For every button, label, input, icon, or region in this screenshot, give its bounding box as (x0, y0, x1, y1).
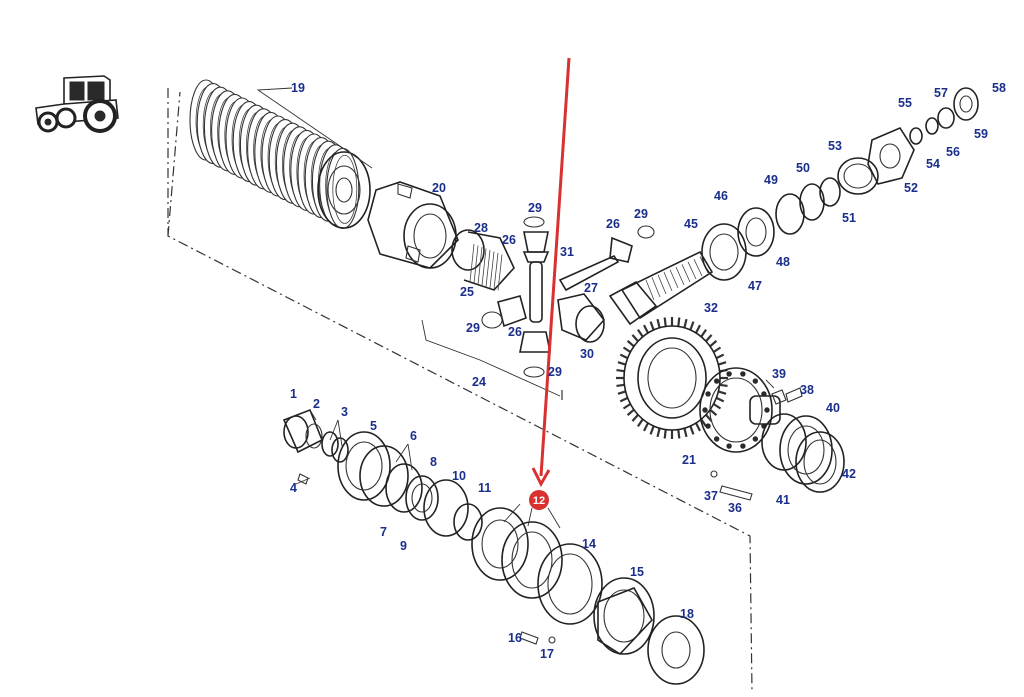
part-label: 46 (714, 189, 728, 203)
part-label: 24 (472, 375, 486, 389)
part-label: 3 (341, 405, 348, 419)
part-label: 40 (826, 401, 840, 415)
part-label: 58 (992, 81, 1006, 95)
part-label: 5 (370, 419, 377, 433)
part-label: 9 (400, 539, 407, 553)
part-label: 26 (606, 217, 620, 231)
part-label: 18 (680, 607, 694, 621)
part-label: 54 (926, 157, 940, 171)
part-label: 1 (290, 387, 297, 401)
part-label: 17 (540, 647, 554, 661)
part-label: 25 (460, 285, 474, 299)
assembly-boundary (167, 88, 753, 693)
part-label: 59 (974, 127, 988, 141)
part-label: 27 (584, 281, 598, 295)
part-label: 57 (934, 86, 948, 100)
part-label: 30 (580, 347, 594, 361)
clutch-pack (189, 79, 373, 229)
part-label: 56 (946, 145, 960, 159)
spider-gears (451, 216, 655, 378)
part-label: 19 (291, 81, 305, 95)
part-label: 21 (682, 453, 696, 467)
part-label: 37 (704, 489, 718, 503)
highlight-badge: 12 (529, 490, 549, 510)
part-label: 14 (582, 537, 596, 551)
pinion-shaft (608, 87, 979, 326)
part-label: 41 (776, 493, 790, 507)
part-label: 45 (684, 217, 698, 231)
part-label: 26 (508, 325, 522, 339)
part-label: 51 (842, 211, 856, 225)
part-label: 42 (842, 467, 856, 481)
part-label: 28 (474, 221, 488, 235)
svg-text:12: 12 (533, 495, 545, 507)
part-label: 36 (728, 501, 742, 515)
part-label: 29 (634, 207, 648, 221)
part-label: 55 (898, 96, 912, 110)
part-label: 29 (528, 201, 542, 215)
part-label: 49 (764, 173, 778, 187)
part-label: 11 (478, 481, 491, 495)
part-label: 15 (630, 565, 644, 579)
part-label: 2 (313, 397, 320, 411)
part-label: 7 (380, 525, 387, 539)
part-label: 39 (772, 367, 786, 381)
highlight-arrow (531, 57, 571, 488)
part-label: 52 (904, 181, 918, 195)
part-label: 4 (290, 481, 297, 495)
crown-wheel (616, 317, 845, 501)
leader-lines (295, 379, 775, 529)
part-label: 10 (452, 469, 466, 483)
part-label: 6 (410, 429, 417, 443)
part-label: 53 (828, 139, 842, 153)
part-label: 48 (776, 255, 790, 269)
part-labels: 19 20 28 26 29 26 29 31 25 27 29 26 30 2… (290, 81, 1006, 661)
part-label: 32 (704, 301, 718, 315)
tractor-icon (35, 75, 119, 133)
part-label: 29 (466, 321, 480, 335)
part-label: 26 (502, 233, 516, 247)
part-label: 16 (508, 631, 522, 645)
lower-axle-assembly (282, 408, 705, 685)
part-label: 29 (548, 365, 562, 379)
part-label: 31 (560, 245, 574, 259)
part-label: 47 (748, 279, 762, 293)
part-label: 8 (430, 455, 437, 469)
part-label: 20 (432, 181, 446, 195)
part-label: 50 (796, 161, 810, 175)
part-label: 38 (800, 383, 814, 397)
